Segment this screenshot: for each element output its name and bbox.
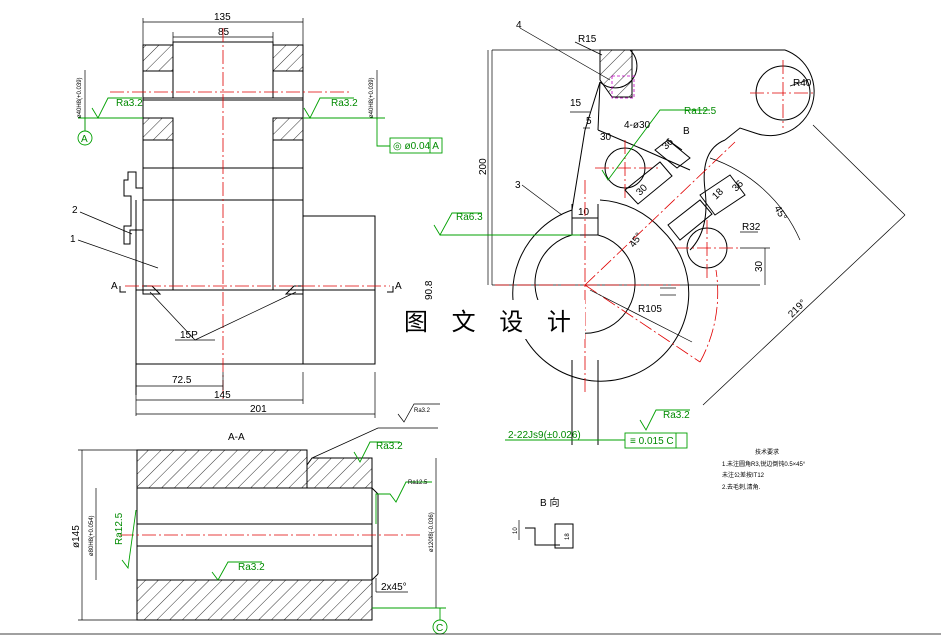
dim-r32: R32 — [742, 222, 761, 233]
coaxiality-tolerance: ◎ ø0.04 A — [393, 141, 439, 152]
dim-r105: R105 — [638, 304, 662, 315]
right-lower-wall — [272, 117, 304, 141]
right-upper-wall — [272, 44, 304, 72]
dim-135: 135 — [214, 12, 231, 23]
part-number-3: 3 — [515, 180, 521, 191]
dim-30-top: 30 — [600, 132, 612, 143]
section-view-a-a: A-A ø145 ø80H8(+0.054) ø120f8(-0.036) C … — [71, 403, 448, 635]
notes-line-2: 未注公差按IT12 — [722, 471, 765, 479]
ra-right-front: Ra3.2 — [331, 98, 358, 109]
view-b-dim-10: 10 — [513, 527, 519, 534]
dim-200: 200 — [478, 158, 489, 175]
ra-slot: Ra3.2 — [663, 410, 690, 421]
view-b-dim-18: 18 — [565, 533, 571, 540]
side-view: 200 4 R15 15 5 30 Ra12.5 4-ø30 B — [424, 20, 906, 449]
part-number-4: 4 — [516, 20, 522, 31]
hub-bore — [534, 234, 636, 334]
ra-face-section: Ra12.5 — [408, 480, 428, 486]
chamfer-15p: 15P — [180, 330, 198, 341]
lever-part-2 — [123, 171, 144, 245]
dim-r15: R15 — [578, 34, 597, 45]
part-4-hatch — [599, 49, 633, 98]
hub-outline — [512, 199, 690, 382]
ra-step-section: Ra3.2 — [376, 441, 403, 452]
dim-201: 201 — [250, 404, 267, 415]
cut-label-right: A — [395, 281, 402, 292]
symmetry-frame — [624, 432, 688, 449]
cut-label-left: A — [111, 281, 118, 292]
coaxiality-frame — [389, 137, 443, 154]
view-b: B 向 10 18 — [513, 496, 574, 549]
bore-right-dim: ø40H8(+0.039) — [369, 77, 375, 118]
left-lower-wall — [142, 117, 174, 141]
view-b-title: B 向 — [540, 496, 559, 509]
section-top-wall — [136, 449, 308, 489]
watermark: 图 文 设 计 — [398, 300, 585, 339]
dim-10-key: 10 — [578, 207, 590, 218]
dim-85: 85 — [218, 27, 230, 38]
ra-bore-section: Ra12.5 — [114, 512, 125, 545]
dim-30-right: 30 — [754, 260, 765, 272]
section-dia-120: ø120f8(-0.036) — [429, 512, 435, 552]
arc-45 — [709, 157, 801, 241]
r105-arc — [699, 269, 719, 363]
holes-4-30: 4-ø30 — [624, 120, 651, 131]
dim-18-side: 18 — [710, 186, 726, 202]
section-dia-145: ø145 — [71, 525, 82, 548]
left-upper-wall — [142, 44, 174, 72]
part-number-2: 2 — [72, 205, 78, 216]
ra-top-section: Ra3.2 — [414, 408, 431, 414]
key-dim-90-8: 90.8 — [424, 280, 435, 300]
ra-hole: Ra12.5 — [684, 106, 717, 117]
part-number-1: 1 — [70, 234, 76, 245]
view-b-mark: B — [683, 126, 690, 137]
notes-line-1: 1.未注圆角R3,锐边倒钝0.5×45° — [722, 460, 806, 468]
arm-curve — [689, 139, 726, 251]
ra-left-front: Ra3.2 — [116, 98, 143, 109]
bore-left-dim: ø40H8(+0.039) — [77, 77, 83, 118]
angle-45-right: 45° — [771, 204, 788, 223]
ra-side-left: Ra6.3 — [456, 212, 483, 223]
dim-5: 5 — [586, 116, 592, 127]
datum-c-label: C — [436, 623, 443, 634]
notes-title: 技术要求 — [755, 448, 779, 456]
technical-notes: 技术要求 1.未注圆角R3,锐边倒钝0.5×45° 未注公差按IT12 2.去毛… — [722, 448, 806, 491]
section-title: A-A — [228, 432, 245, 443]
datum-a-label: A — [81, 134, 88, 145]
dim-145: 145 — [214, 390, 231, 401]
ra-bottom-section: Ra3.2 — [238, 562, 265, 573]
view-b-block — [554, 523, 574, 549]
section-bottom-wall — [136, 579, 373, 621]
dim-72-5: 72.5 — [172, 375, 192, 386]
dim-36-upper: 36 — [660, 136, 676, 152]
dim-36-lower: 36 — [730, 178, 746, 194]
front-view: 135 85 72.5 — [70, 12, 443, 418]
dim-r40: R40 — [793, 78, 812, 89]
notes-line-3: 2.去毛刺,清角. — [722, 483, 761, 491]
dim-15: 15 — [570, 98, 582, 109]
slot-tolerance: 2-22Js9(±0.026) — [508, 430, 581, 441]
chamfer-2x45: 2x45° — [381, 582, 407, 593]
angle-45-left: 45° — [627, 231, 645, 250]
section-bore-80: ø80H8(+0.054) — [89, 515, 95, 556]
symmetry-tolerance: ≡ 0.015 C — [630, 436, 674, 447]
boss-top — [724, 49, 815, 141]
